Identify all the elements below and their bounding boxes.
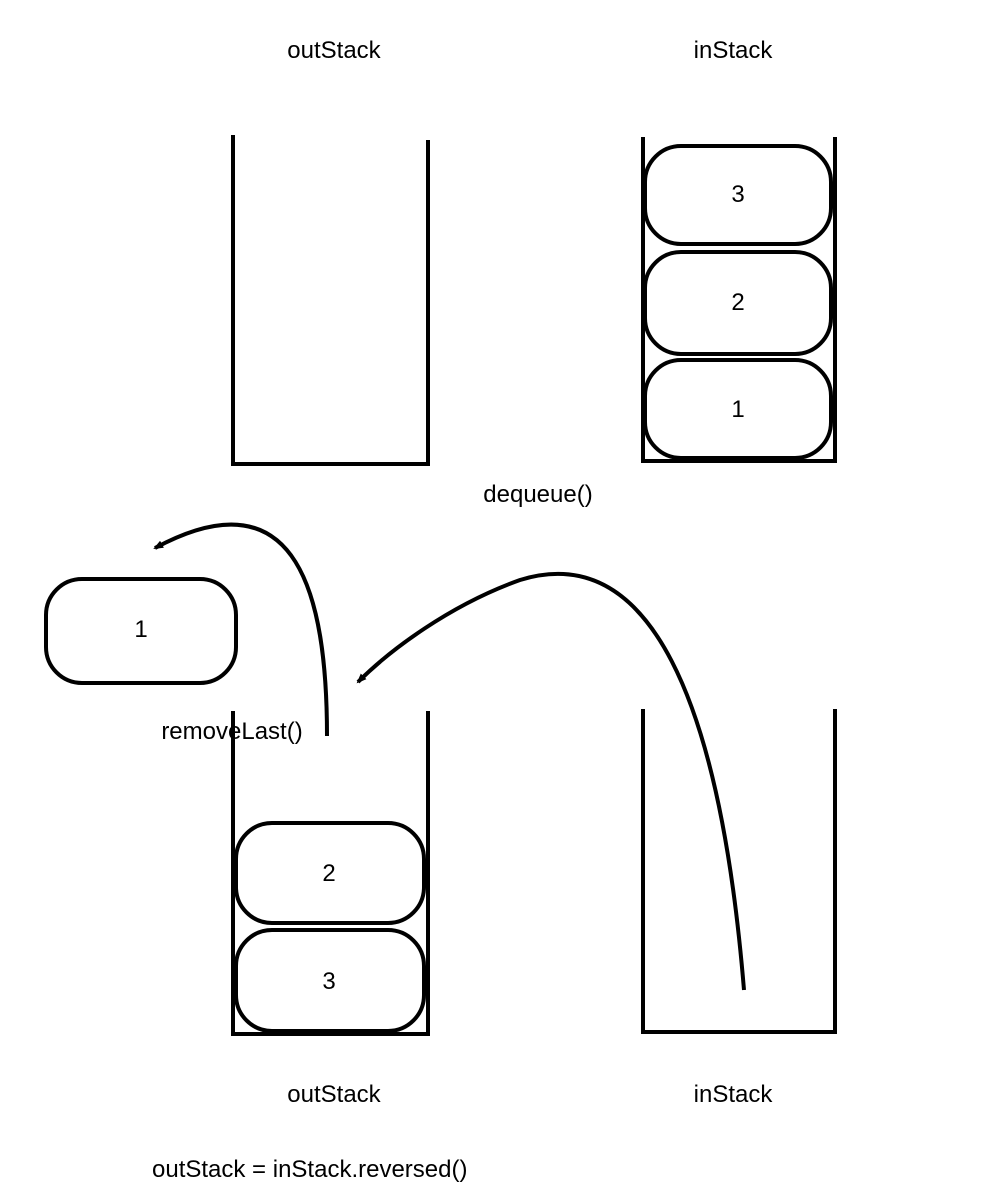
top-instack-item: 1 xyxy=(731,396,744,423)
remove-label: removeLast() xyxy=(161,718,302,745)
bottom-outstack-container xyxy=(231,711,430,1036)
top-outstack-label: outStack xyxy=(287,37,381,64)
removed-item: 1 xyxy=(134,616,147,643)
bottom-instack-container xyxy=(641,709,837,1034)
bottom-outstack-item: 3 xyxy=(322,968,335,995)
bottom-outstack-item-box xyxy=(234,821,426,925)
removed-item-box xyxy=(44,577,238,685)
top-instack-label: inStack xyxy=(694,37,774,64)
top-instack-item-box xyxy=(643,144,833,246)
remove-arrow xyxy=(153,522,329,737)
bottom-outstack-label: outStack xyxy=(287,1081,381,1108)
top-instack-item: 2 xyxy=(731,289,744,316)
top-instack-item-box xyxy=(643,358,833,460)
bottom-outstack-item-box xyxy=(234,928,426,1033)
top-instack-item: 3 xyxy=(731,181,744,208)
transfer-arrow xyxy=(356,572,746,991)
top-instack-item-box xyxy=(643,250,833,356)
formula-label: outStack = inStack.reversed() xyxy=(152,1156,467,1183)
bottom-outstack-item: 2 xyxy=(322,860,335,887)
operation-label: dequeue() xyxy=(483,481,592,508)
bottom-instack-label: inStack xyxy=(694,1081,774,1108)
top-outstack-container xyxy=(231,135,430,466)
